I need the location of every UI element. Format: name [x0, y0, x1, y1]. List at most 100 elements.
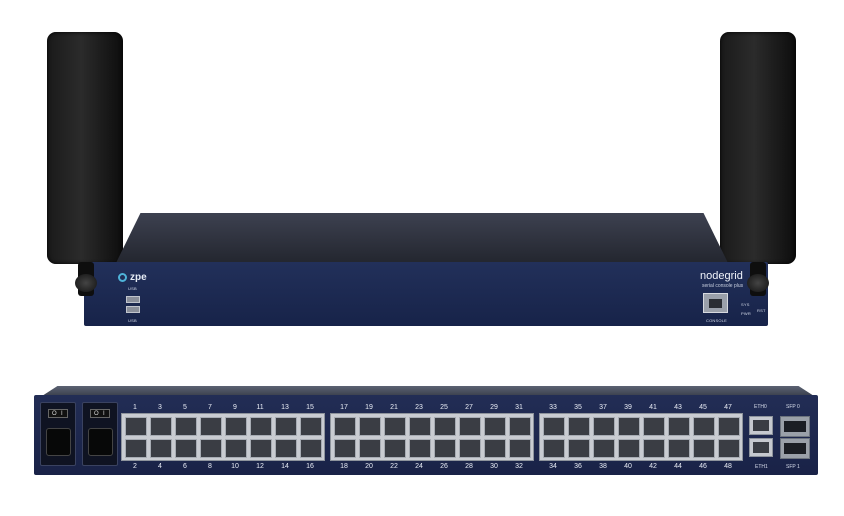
serial-port-45[interactable] [693, 417, 715, 436]
serial-port-25[interactable] [434, 417, 456, 436]
port-number-label: 42 [649, 463, 657, 470]
serial-port-19[interactable] [359, 417, 381, 436]
product-subtitle: serial console plus [702, 283, 744, 289]
reset-button-label: RST [757, 308, 766, 313]
port-number-label: 37 [599, 404, 607, 411]
port-number-label: 31 [515, 404, 523, 411]
serial-port-36[interactable] [568, 439, 590, 458]
serial-port-21[interactable] [384, 417, 406, 436]
port-number-label: 21 [390, 404, 398, 411]
serial-port-35[interactable] [568, 417, 590, 436]
eth0-port[interactable] [749, 416, 773, 435]
serial-port-24[interactable] [409, 439, 431, 458]
switch-off-symbol: O [52, 411, 57, 417]
serial-port-40[interactable] [618, 439, 640, 458]
port-number-label: 28 [465, 463, 473, 470]
port-number-label: 15 [306, 404, 314, 411]
serial-port-27[interactable] [459, 417, 481, 436]
power-switch-1[interactable]: O I [48, 409, 68, 418]
port-number-label: 20 [365, 463, 373, 470]
port-number-label: 19 [365, 404, 373, 411]
serial-port-20[interactable] [359, 439, 381, 458]
usb-port-1[interactable] [126, 296, 140, 303]
antenna-connector-left [75, 262, 97, 296]
serial-port-3[interactable] [150, 417, 172, 436]
serial-port-8[interactable] [200, 439, 222, 458]
port-number-label: 33 [549, 404, 557, 411]
port-number-label: 12 [256, 463, 264, 470]
port-number-label: 17 [340, 404, 348, 411]
port-number-label: 26 [440, 463, 448, 470]
sfp1-port[interactable] [780, 438, 810, 459]
eth1-port[interactable] [749, 438, 773, 457]
port-number-label: 3 [158, 404, 162, 411]
serial-port-11[interactable] [250, 417, 272, 436]
sfp0-label: SFP 0 [786, 404, 800, 410]
serial-port-14[interactable] [275, 439, 297, 458]
serial-port-44[interactable] [668, 439, 690, 458]
antenna-right [720, 32, 796, 264]
serial-port-23[interactable] [409, 417, 431, 436]
sfp1-label: SFP 1 [786, 464, 800, 470]
serial-port-31[interactable] [509, 417, 531, 436]
sfp0-port[interactable] [780, 416, 810, 437]
console-label: CONSOLE [706, 318, 727, 323]
console-port[interactable] [703, 293, 728, 313]
serial-port-12[interactable] [250, 439, 272, 458]
serial-port-46[interactable] [693, 439, 715, 458]
antenna-connector-right [747, 262, 769, 296]
serial-port-41[interactable] [643, 417, 665, 436]
serial-port-17[interactable] [334, 417, 356, 436]
serial-port-4[interactable] [150, 439, 172, 458]
serial-port-13[interactable] [275, 417, 297, 436]
serial-port-42[interactable] [643, 439, 665, 458]
serial-port-5[interactable] [175, 417, 197, 436]
rear-chassis-top [42, 386, 814, 396]
serial-port-18[interactable] [334, 439, 356, 458]
serial-port-1[interactable] [125, 417, 147, 436]
serial-port-33[interactable] [543, 417, 565, 436]
serial-port-28[interactable] [459, 439, 481, 458]
port-number-label: 1 [133, 404, 137, 411]
serial-port-47[interactable] [718, 417, 740, 436]
usb-label-bottom: USB [128, 318, 137, 323]
serial-port-26[interactable] [434, 439, 456, 458]
serial-port-29[interactable] [484, 417, 506, 436]
serial-port-39[interactable] [618, 417, 640, 436]
port-number-label: 10 [231, 463, 239, 470]
serial-port-2[interactable] [125, 439, 147, 458]
port-number-label: 40 [624, 463, 632, 470]
usb-port-2[interactable] [126, 306, 140, 313]
port-number-label: 22 [390, 463, 398, 470]
serial-port-9[interactable] [225, 417, 247, 436]
serial-port-15[interactable] [300, 417, 322, 436]
serial-port-32[interactable] [509, 439, 531, 458]
power-switch-2[interactable]: O I [90, 409, 110, 418]
zpe-logo-text: zpe [130, 271, 147, 283]
eth0-label: ETH0 [754, 404, 767, 410]
port-number-label: 29 [490, 404, 498, 411]
port-number-label: 43 [674, 404, 682, 411]
serial-port-34[interactable] [543, 439, 565, 458]
serial-port-37[interactable] [593, 417, 615, 436]
power-socket-1[interactable] [46, 428, 71, 456]
port-number-label: 4 [158, 463, 162, 470]
serial-port-48[interactable] [718, 439, 740, 458]
serial-port-6[interactable] [175, 439, 197, 458]
serial-port-38[interactable] [593, 439, 615, 458]
port-number-label: 5 [183, 404, 187, 411]
serial-port-30[interactable] [484, 439, 506, 458]
port-number-label: 23 [415, 404, 423, 411]
serial-port-16[interactable] [300, 439, 322, 458]
power-supply-1: O I [40, 402, 76, 466]
serial-port-7[interactable] [200, 417, 222, 436]
power-socket-2[interactable] [88, 428, 113, 456]
port-number-label: 6 [183, 463, 187, 470]
port-number-label: 46 [699, 463, 707, 470]
port-number-label: 24 [415, 463, 423, 470]
serial-port-22[interactable] [384, 439, 406, 458]
port-number-label: 48 [724, 463, 732, 470]
eth1-label: ETH1 [755, 464, 768, 470]
serial-port-10[interactable] [225, 439, 247, 458]
serial-port-43[interactable] [668, 417, 690, 436]
